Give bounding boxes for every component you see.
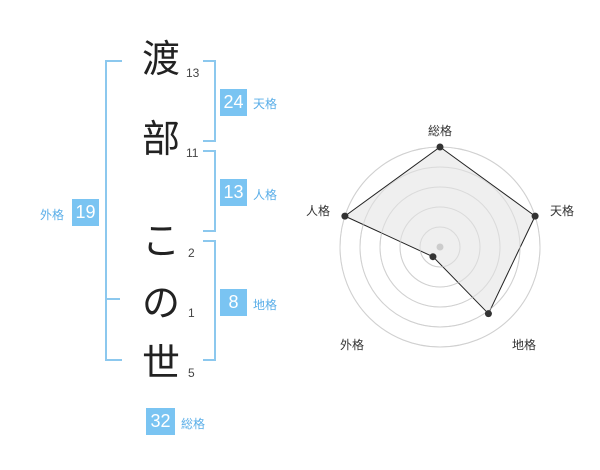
- radar-point: [429, 253, 437, 261]
- radar-point: [484, 310, 492, 318]
- soukaku-badge: 32: [146, 408, 175, 435]
- stroke-count-4: 1: [188, 306, 195, 320]
- stroke-count-1: 13: [186, 66, 200, 80]
- radar-area: [343, 146, 536, 315]
- chikaku-label: 地格: [253, 298, 278, 312]
- gaikaku-bracket-mid-tick: [105, 298, 120, 300]
- gaikaku-bracket: [105, 60, 122, 361]
- tenkaku-label: 天格: [253, 97, 278, 111]
- soukaku-label: 総格: [181, 417, 206, 431]
- jinkaku-badge: 13: [220, 179, 247, 206]
- tenkaku-bracket: [203, 60, 216, 142]
- radar-ring-overlay: [399, 206, 481, 288]
- radar-center-dot: [436, 243, 444, 251]
- radar-ring-overlay: [359, 166, 521, 328]
- gaikaku-badge: 19: [72, 199, 99, 226]
- radar-ring-overlay: [379, 186, 501, 308]
- jinkaku-label: 人格: [253, 188, 278, 202]
- name-char-3: こ: [141, 219, 180, 263]
- name-char-2: 部: [141, 117, 180, 161]
- name-char-5: 世: [141, 341, 180, 385]
- radar-point: [436, 143, 444, 151]
- jinkaku-bracket: [203, 150, 216, 232]
- chikaku-badge: 8: [220, 289, 247, 316]
- radar-axis-label-tenkaku: 天格: [550, 204, 575, 218]
- chikaku-bracket: [203, 240, 216, 361]
- stroke-count-2: 11: [186, 146, 199, 160]
- radar-axis-label-gaikaku: 外格: [340, 338, 365, 352]
- stroke-count-5: 5: [188, 366, 195, 380]
- radar-axis-label-jinkaku: 人格: [306, 204, 331, 218]
- gaikaku-label: 外格: [40, 208, 65, 222]
- radar-axis-label-soukaku: 総格: [428, 124, 453, 138]
- tenkaku-badge: 24: [220, 89, 247, 116]
- name-char-4: の: [141, 281, 180, 325]
- radar-ring-overlay: [419, 226, 461, 268]
- stroke-count-3: 2: [188, 246, 195, 260]
- radar-axis-label-chikaku: 地格: [512, 338, 537, 352]
- radar-point: [531, 212, 539, 220]
- name-char-1: 渡: [141, 37, 180, 81]
- radar-point: [341, 212, 349, 220]
